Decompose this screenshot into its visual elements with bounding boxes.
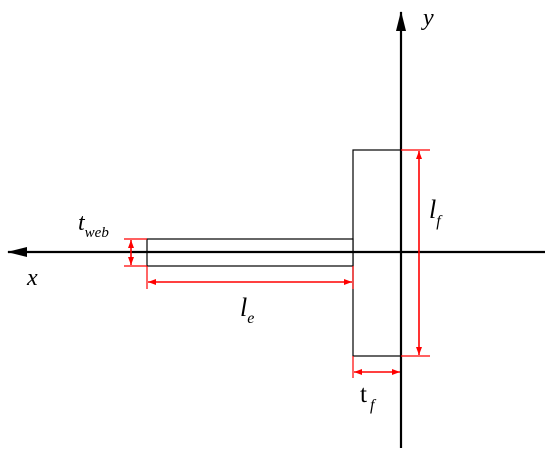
t-web-label-sub: web bbox=[85, 225, 110, 241]
l-f-label-sub: f bbox=[436, 213, 443, 230]
l-e-label: le bbox=[240, 293, 254, 327]
l-e-label-sub: e bbox=[247, 310, 254, 327]
t-web-label: tweb bbox=[78, 210, 109, 241]
t-f-label-sub: f bbox=[370, 397, 377, 414]
l-e-label-main: l bbox=[240, 293, 247, 322]
l-f-label-main: l bbox=[429, 195, 436, 224]
y-axis-label: y bbox=[421, 5, 434, 31]
x-axis-label: x bbox=[26, 265, 38, 291]
l-f-label: lf bbox=[429, 195, 443, 230]
t-f-label-main: t bbox=[360, 381, 367, 408]
t-web-label-main: t bbox=[78, 210, 86, 236]
